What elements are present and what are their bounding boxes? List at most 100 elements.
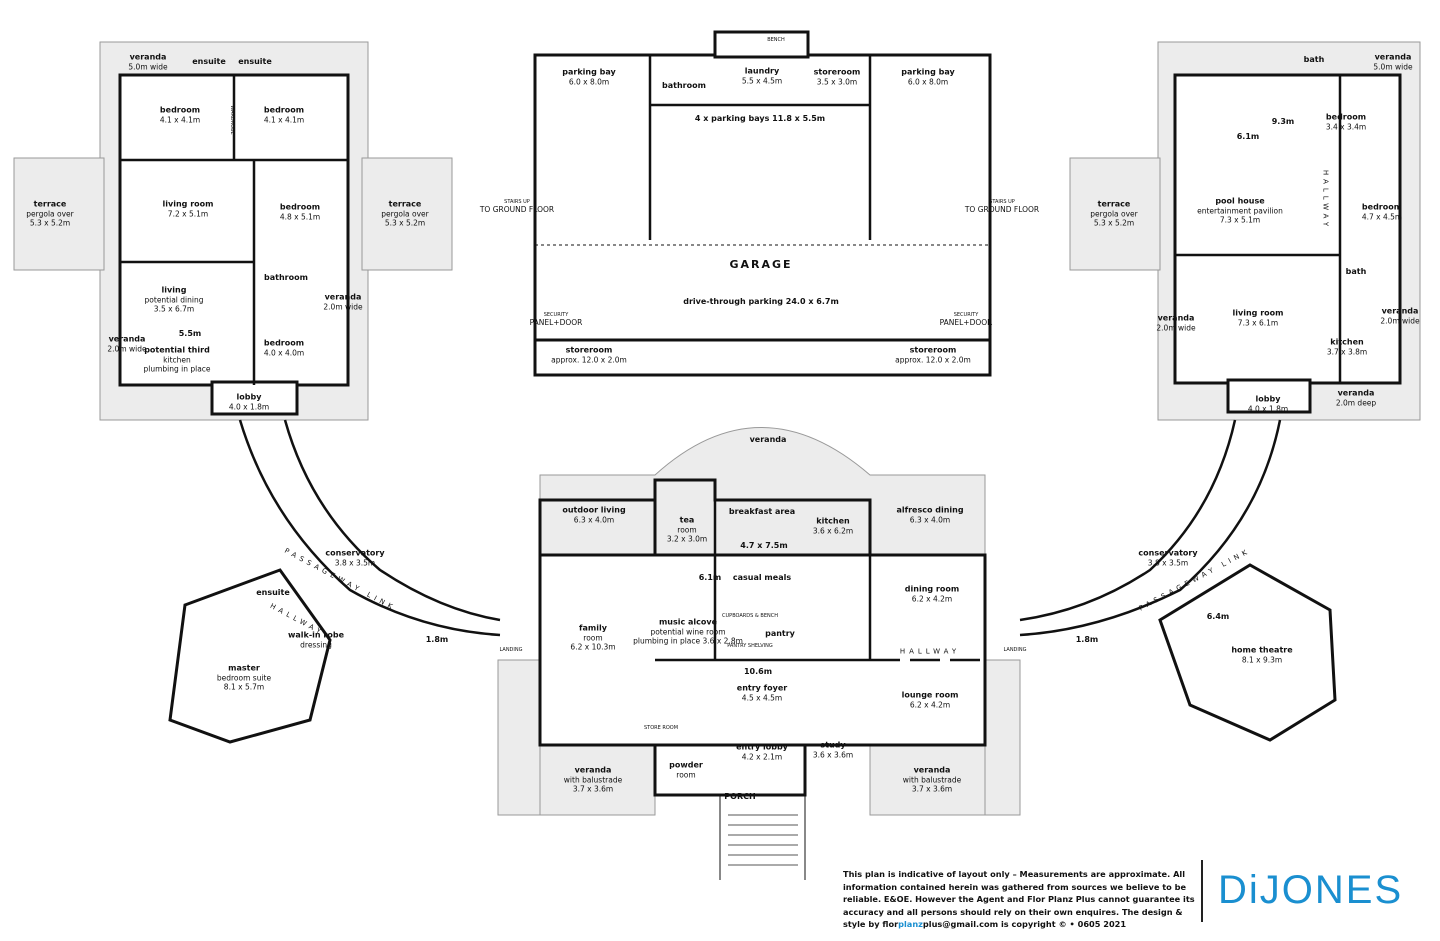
room-size: 6.2 x 4.2m [911, 594, 953, 604]
room-name: 1.8m [425, 635, 449, 644]
room-note: potential wine room [650, 627, 726, 637]
room-name: veranda [913, 765, 951, 775]
room-name: tea [679, 515, 695, 525]
room-label: 10.6m [744, 667, 772, 677]
room-name: bedroom [263, 338, 305, 348]
room-size: 6.0 x 8.0m [568, 77, 610, 87]
room-size: 7.3 x 5.1m [1219, 216, 1261, 225]
room-name: pantry [765, 629, 795, 638]
room-name: veranda [324, 292, 362, 302]
room-name: GARAGE [729, 258, 793, 272]
room-size: 5.3 x 5.2m [1093, 219, 1135, 228]
right-wing-walls [1173, 73, 1402, 385]
right-terrace [361, 157, 453, 271]
room-note: pergola over [26, 209, 74, 219]
room-name: 10.6m [743, 667, 773, 676]
room-name: parking bay [562, 67, 616, 77]
disclaimer-text: This plan is indicative of layout only –… [843, 868, 1195, 931]
room-size: 3.7 x 3.8m [1326, 347, 1368, 357]
room-name: storeroom [813, 67, 861, 77]
room-note: with balustrade [902, 775, 962, 785]
main-house-walls [538, 553, 987, 747]
master-suite-walls [168, 568, 332, 744]
room-name: ensuite [256, 588, 290, 597]
room-size: 3.7 x 3.6m [572, 785, 614, 794]
room-name: 6.1m [1236, 132, 1260, 141]
room-name: dining room [904, 584, 960, 594]
room-name: family [579, 623, 607, 633]
room-name: terrace [388, 199, 422, 209]
room-name: pool house [1215, 196, 1265, 206]
room-size: 5.3 x 5.2m [29, 219, 71, 228]
room-label: bathroom [264, 273, 308, 283]
room-size: plumbing in place [143, 365, 211, 374]
room-name: master [228, 663, 260, 673]
room-name: bedroom [279, 202, 321, 212]
room-size: 4.1 x 4.1m [263, 115, 305, 125]
room-label: 1.8m [426, 635, 449, 645]
email-part: flor [882, 919, 899, 929]
room-name: 6.4m [1206, 612, 1230, 621]
room-note: approx. 12.0 x 2.0m [895, 355, 971, 365]
room-name: bedroom [159, 105, 201, 115]
room-name: kitchen [1330, 337, 1364, 347]
room-note: entertainment pavilion [1197, 206, 1283, 216]
room-note: TO GROUND FLOOR [964, 205, 1040, 215]
room-name: STAIRS UP [504, 199, 530, 206]
room-name: terrace [33, 199, 67, 209]
room-name: parking bay [901, 67, 955, 77]
room-note: potential dining [144, 295, 204, 305]
room-name: 9.3m [1271, 117, 1295, 126]
room-label: 1.8m [1076, 635, 1099, 645]
room-label: 4.7 x 7.5m [740, 541, 787, 551]
room-size: 8.1 x 9.3m [1241, 655, 1283, 665]
room-note: kitchen [163, 355, 191, 365]
room-size: 5.3 x 5.2m [384, 219, 426, 228]
room-label: 5.5m [179, 329, 202, 339]
passageway-left-outer [238, 419, 501, 637]
room-label: GARAGE [729, 258, 792, 272]
room-name: conservatory [325, 548, 385, 558]
room-name: bath [1345, 267, 1367, 276]
room-note: room [676, 770, 696, 780]
room-name: veranda [129, 52, 167, 62]
room-name: laundry [744, 66, 780, 76]
room-note: dressing [300, 640, 332, 650]
room-name: SECURITY [953, 312, 979, 319]
room-size: 3.7 x 3.6m [911, 785, 953, 794]
room-label: 6.1m [1237, 132, 1260, 142]
room-name: storeroom [909, 345, 957, 355]
room-note: PANEL+DOOR [529, 318, 583, 328]
room-name: STORE ROOM [643, 724, 679, 731]
room-name: lounge room [901, 690, 959, 700]
right-wing-terrace [1069, 157, 1161, 271]
main-rear-veranda [539, 427, 986, 556]
room-name: bedroom [1361, 202, 1403, 212]
room-size: 6.2 x 10.3m [570, 643, 616, 652]
